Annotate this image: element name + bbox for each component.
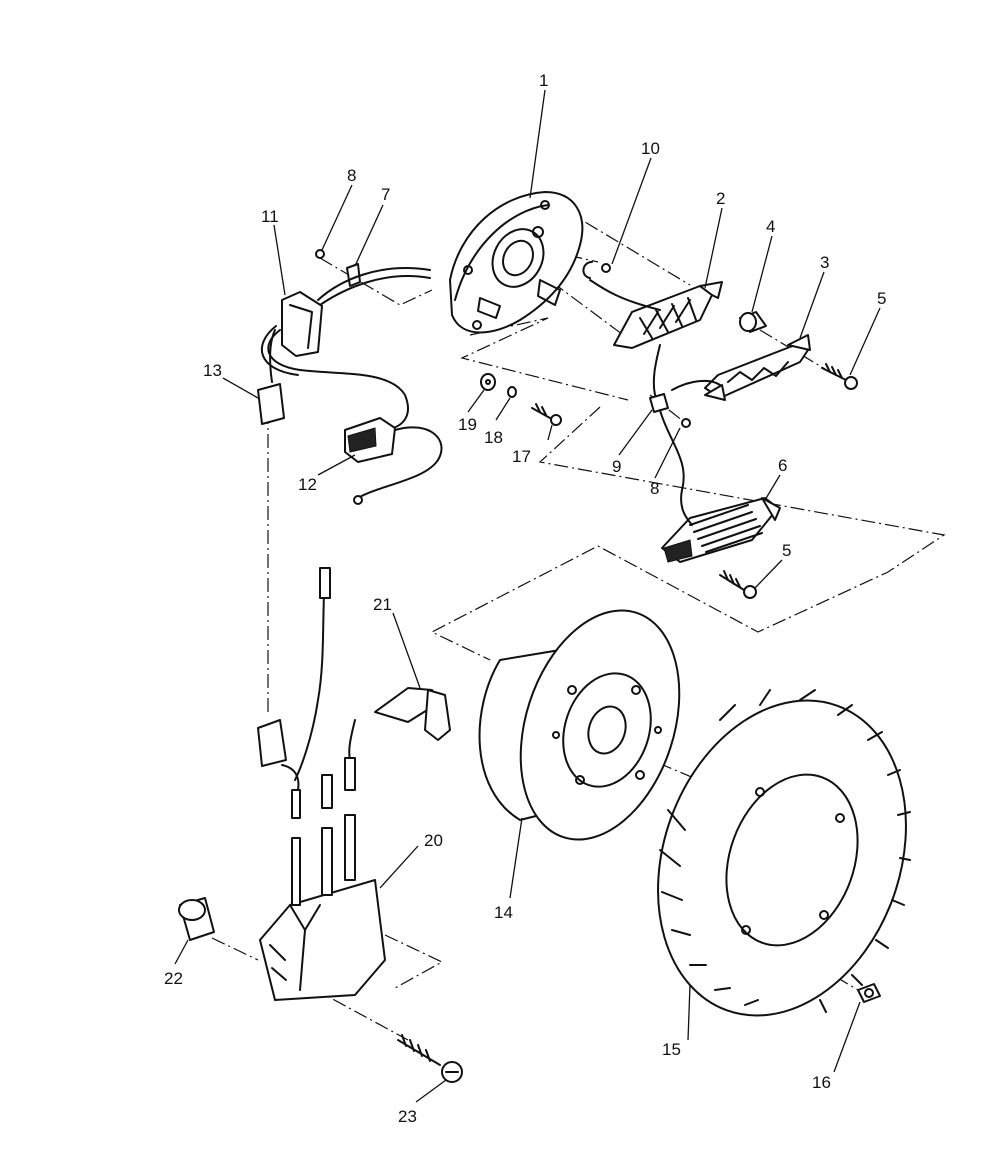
callout-10: 10 [641, 139, 660, 158]
mounting-bolt [397, 1034, 463, 1083]
callout-1: 1 [539, 71, 548, 90]
connector-lower [257, 567, 331, 767]
screw-upper [821, 363, 858, 390]
callout-6: 6 [778, 456, 787, 475]
callout-9: 9 [612, 457, 621, 476]
leader-lines [174, 89, 881, 1103]
callout-5-upper: 5 [877, 289, 886, 308]
stator-plate [449, 191, 584, 334]
callout-11: 11 [261, 207, 279, 226]
regulator [281, 291, 323, 357]
callouts: 1 2 3 4 5 5 6 7 8 8 9 10 11 12 13 14 15 … [164, 71, 886, 1126]
cdi-box [259, 757, 386, 1001]
retaining-clip [582, 261, 611, 279]
screw-lower [719, 570, 757, 599]
callout-3: 3 [820, 253, 829, 272]
flywheel [478, 609, 681, 841]
wire-clamp [346, 263, 361, 287]
callout-18: 18 [484, 428, 503, 447]
callout-5-lower: 5 [782, 541, 791, 560]
callout-7: 7 [381, 185, 390, 204]
small-screw-upper [315, 249, 325, 259]
connector-upper [257, 383, 285, 425]
spacer [739, 311, 767, 333]
callout-14: 14 [494, 903, 513, 922]
spark-plug-cap [374, 687, 451, 741]
callout-13: 13 [203, 361, 222, 380]
wire-terminal [649, 393, 669, 413]
callout-16: 16 [812, 1073, 831, 1092]
callout-2: 2 [716, 189, 725, 208]
small-screw-lower [681, 418, 691, 428]
callout-22: 22 [164, 969, 183, 988]
screw-17 [531, 403, 562, 426]
callout-21: 21 [373, 595, 392, 614]
fan-bolt [857, 983, 881, 1003]
callout-17: 17 [512, 447, 531, 466]
exciter-coil [613, 281, 723, 349]
callout-19: 19 [458, 415, 477, 434]
callout-23: 23 [398, 1107, 417, 1126]
wiring-harness [260, 267, 721, 791]
ignition-source-coil [661, 497, 781, 563]
collar [178, 897, 215, 941]
lighting-coil [704, 334, 811, 401]
callout-4: 4 [766, 217, 775, 236]
callout-20: 20 [424, 831, 443, 850]
callout-8-lower: 8 [650, 479, 659, 498]
cooling-fan [657, 689, 911, 1017]
callout-8-upper: 8 [347, 166, 356, 185]
washer-19 [480, 373, 496, 391]
lock-washer-18 [507, 386, 517, 398]
callout-15: 15 [662, 1040, 681, 1059]
callout-12: 12 [298, 475, 317, 494]
relay-module [344, 417, 396, 505]
